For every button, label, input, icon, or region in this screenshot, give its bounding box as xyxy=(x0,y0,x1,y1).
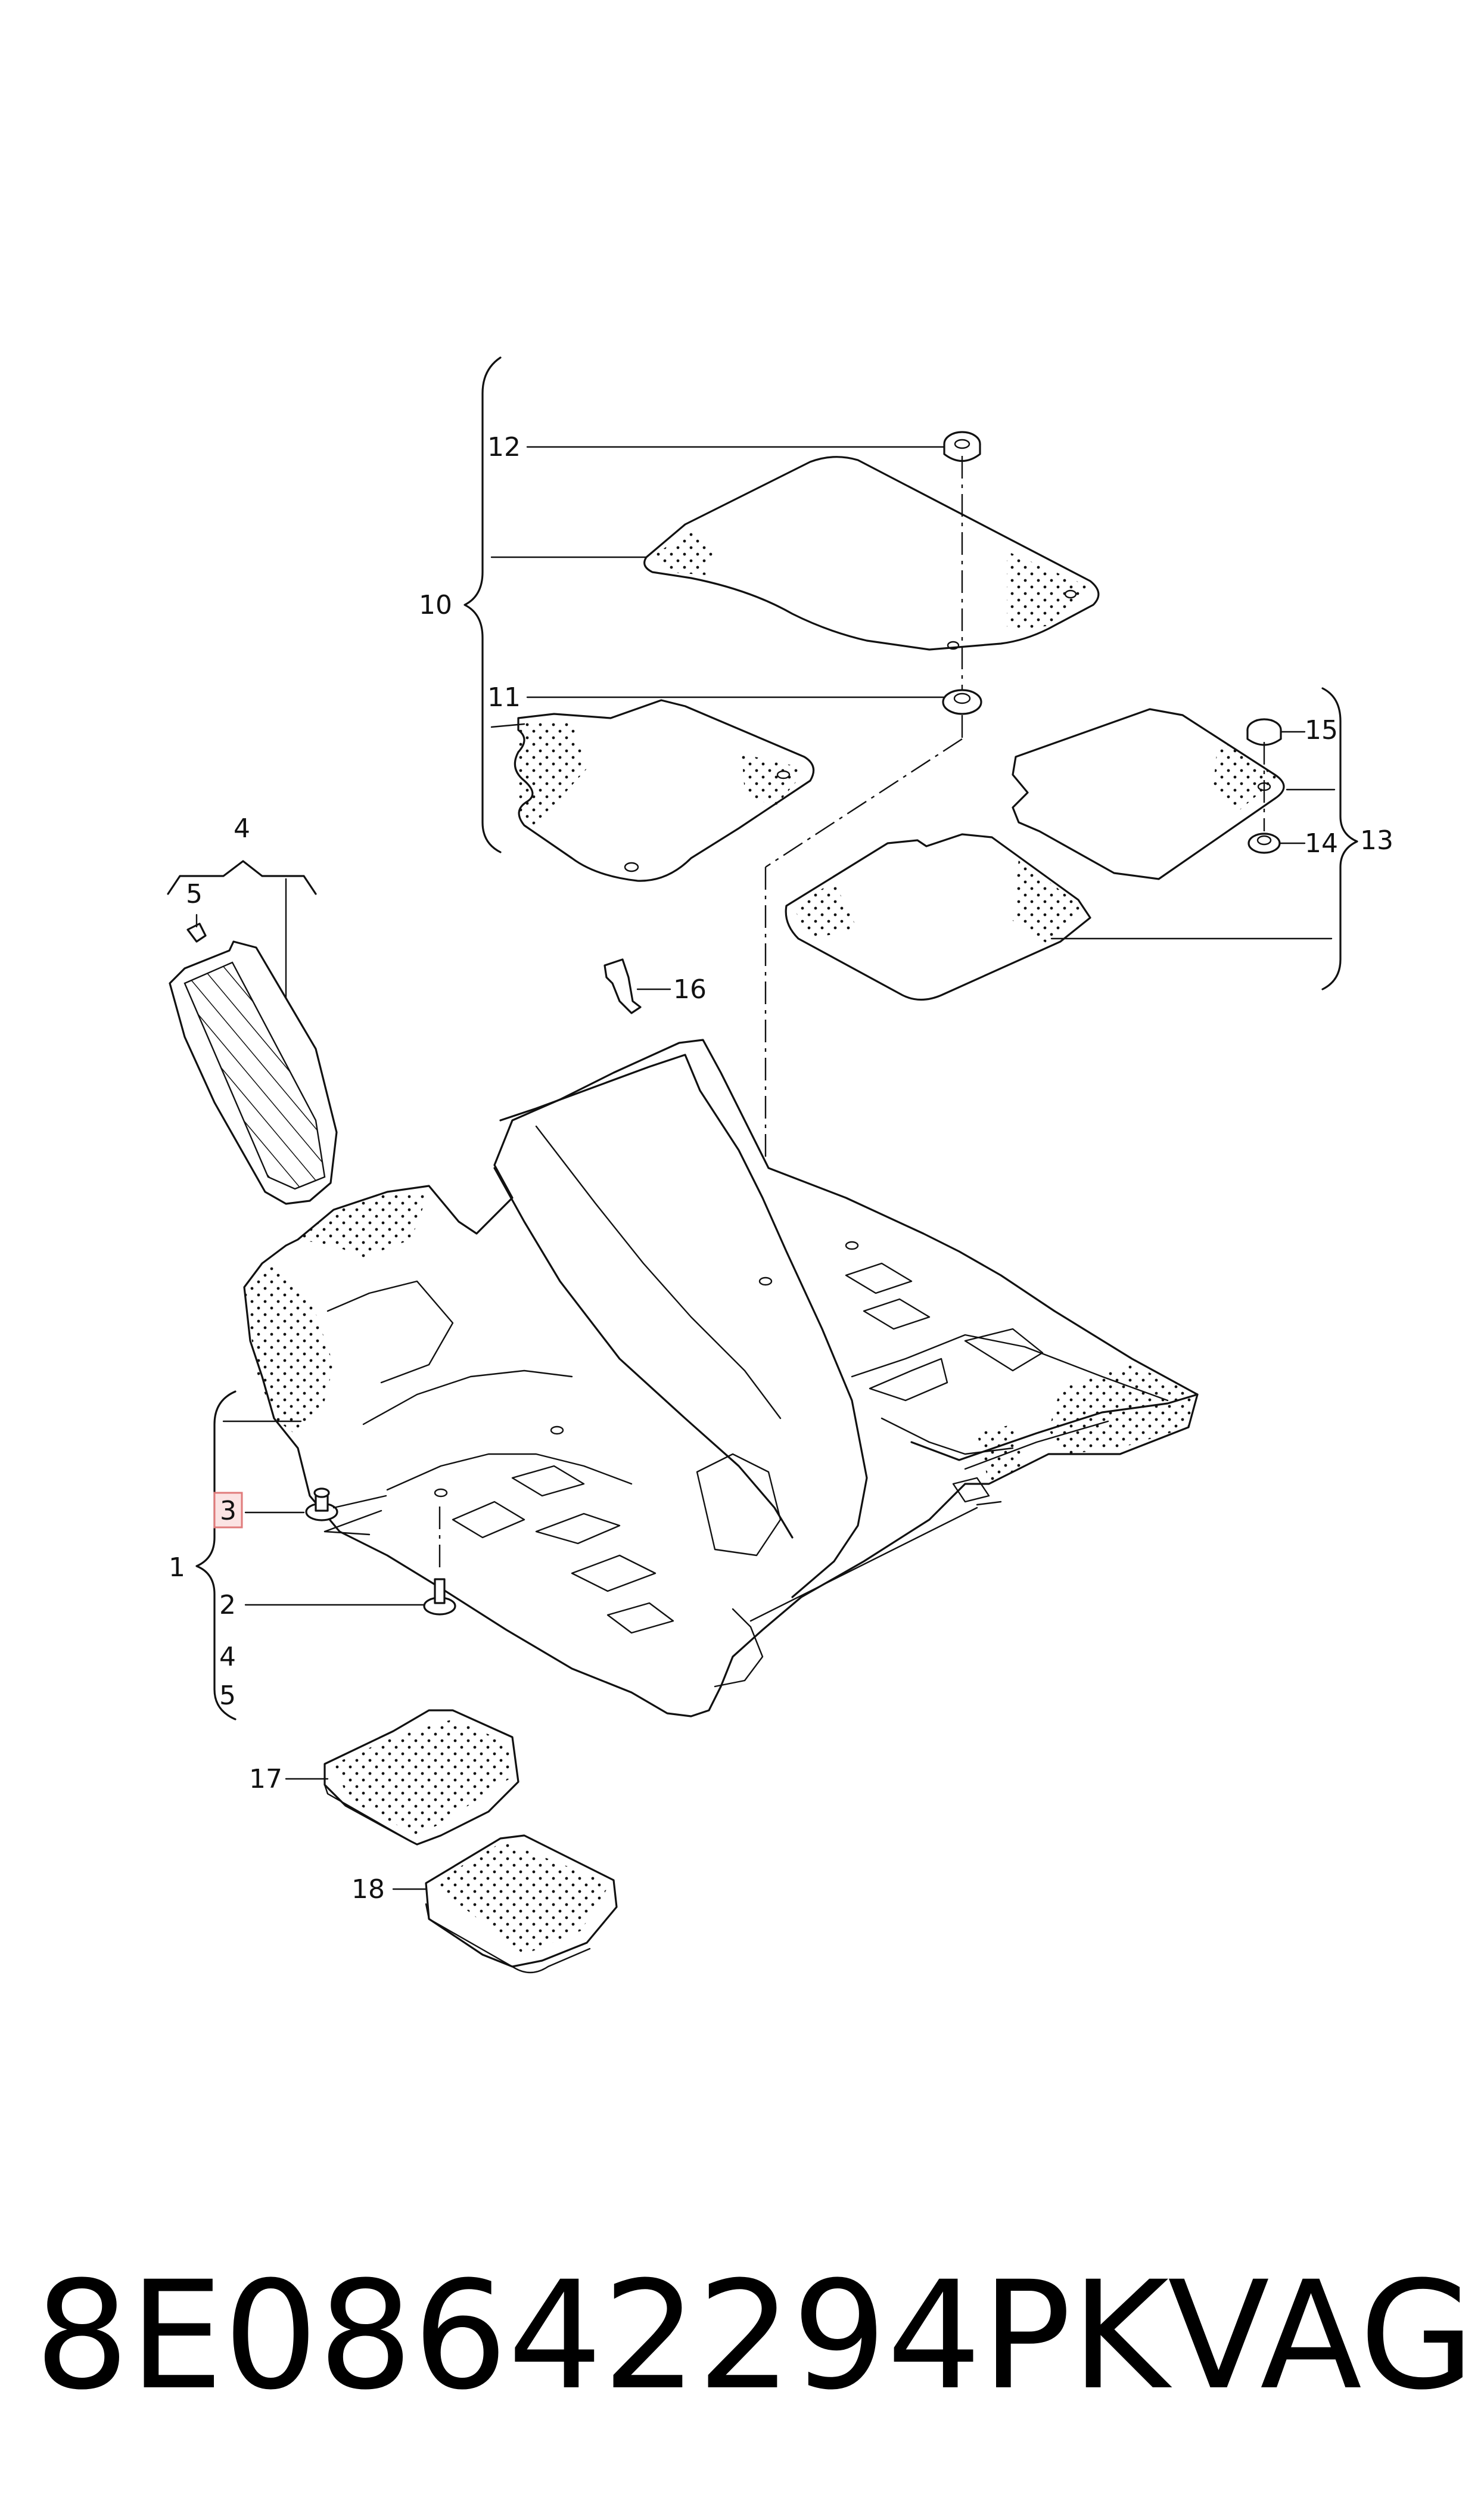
rear-floor-mat-set xyxy=(785,687,1358,1001)
bracket-group-1 xyxy=(195,1390,237,1720)
mat-fastener-clip-12 xyxy=(943,431,981,462)
callout-5-bottom: 5 xyxy=(219,1681,236,1711)
callout-13: 13 xyxy=(1360,825,1393,856)
callout-14: 14 xyxy=(1305,828,1338,859)
front-mat-passenger xyxy=(514,699,815,882)
callout-3-highlight xyxy=(213,1492,243,1529)
mat-insert-17 xyxy=(285,1709,519,1846)
rear-mat-left xyxy=(785,833,1091,1001)
callout-18: 18 xyxy=(351,1874,385,1905)
callout-17: 17 xyxy=(249,1764,282,1794)
callout-11: 11 xyxy=(487,682,521,713)
callout-4-top: 4 xyxy=(234,813,250,844)
part-caption: 8E08642294PK VAG xyxy=(0,2247,1484,2425)
callout-4-bottom: 4 xyxy=(219,1642,236,1672)
carpet-clip-2 xyxy=(423,1502,456,1616)
mat-fastener-clip-14 xyxy=(1247,833,1281,854)
mat-fastener-clip-11 xyxy=(942,689,982,715)
front-floor-mat-set xyxy=(463,356,1100,1281)
floor-carpet-main xyxy=(243,1039,1199,1717)
pedal-cover-assembly xyxy=(167,860,338,1205)
callout-labels: 12 10 11 15 14 13 4 5 16 3 1 2 4 5 17 18 xyxy=(169,432,1393,1905)
pedal-clip-5 xyxy=(186,914,207,943)
retaining-clip-16 xyxy=(603,958,671,1014)
mat-insert-18 xyxy=(392,1834,618,1974)
callout-10: 10 xyxy=(419,590,452,620)
callout-16: 16 xyxy=(673,974,707,1005)
callout-1: 1 xyxy=(169,1552,185,1583)
callout-5-top: 5 xyxy=(186,879,203,909)
callout-15: 15 xyxy=(1305,715,1338,746)
carpet-clip-3 xyxy=(305,1487,382,1536)
brand-name: VAG xyxy=(1168,2249,1475,2422)
callout-12: 12 xyxy=(487,432,521,462)
rear-mat-right xyxy=(1012,708,1285,880)
mat-fastener-clip-15 xyxy=(1246,718,1282,746)
front-mat-driver xyxy=(643,456,1100,651)
callout-2: 2 xyxy=(219,1590,236,1620)
part-number: 8E08642294PK xyxy=(35,2249,1169,2422)
callout-3: 3 xyxy=(220,1496,237,1526)
